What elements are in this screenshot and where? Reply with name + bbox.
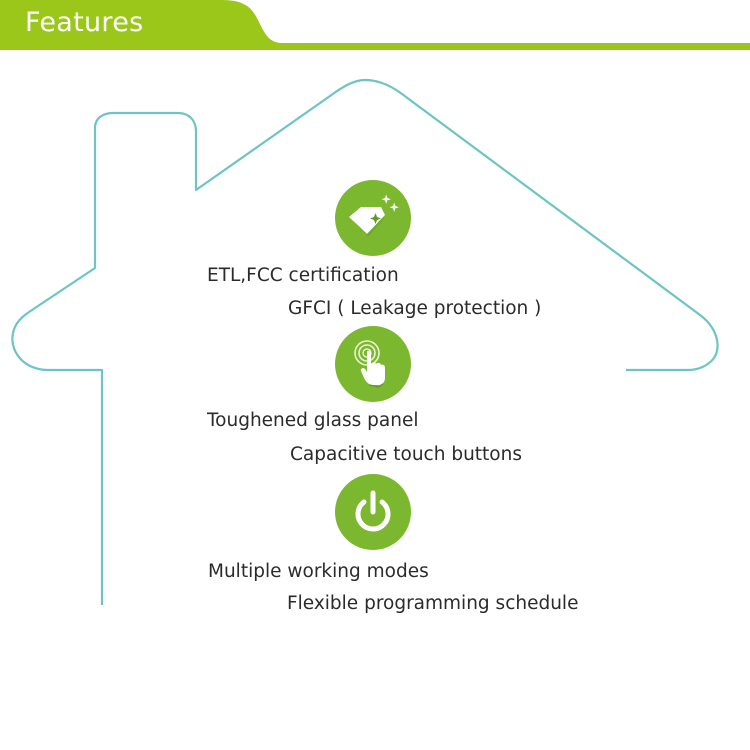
feature-3-line-2: Flexible programming schedule — [287, 593, 579, 614]
banner-shape — [0, 0, 750, 50]
feature-1-line-2: GFCI ( Leakage protection ) — [288, 298, 542, 319]
header-banner — [0, 0, 750, 50]
house-outline-path — [11, 78, 719, 605]
feature-2-line-1: Toughened glass panel — [207, 410, 419, 431]
page-title: Features — [25, 7, 144, 38]
feature-3-line-1: Multiple working modes — [208, 561, 429, 582]
feature-1-line-1: ETL,FCC certification — [207, 265, 399, 286]
diamond-sparkle-icon — [349, 194, 399, 237]
power-icon — [355, 490, 391, 532]
feature-icon-power — [335, 474, 411, 550]
feature-icon-certification — [335, 180, 411, 256]
feature-icon-touch — [335, 326, 411, 402]
feature-2-line-2: Capacitive touch buttons — [290, 444, 522, 465]
touch-finger-icon — [354, 340, 385, 388]
